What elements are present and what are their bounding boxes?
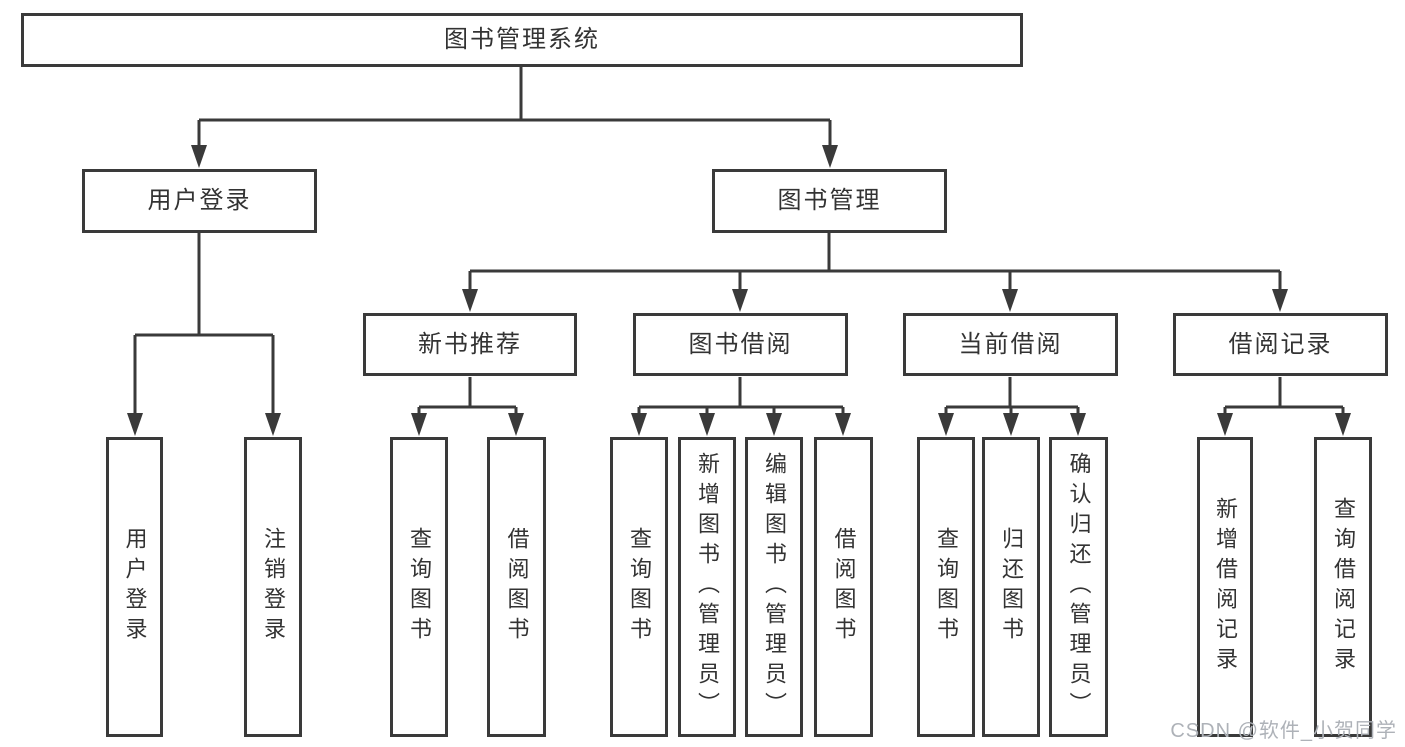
leaf-query-books-current: 查询图书 [917,437,975,737]
leaf-borrow-books-borrow: 借阅图书 [814,437,873,737]
node-label: 查询图书 [407,527,432,647]
node-book-management: 图书管理 [712,169,947,233]
node-label: 图书管理 [777,187,882,214]
node-borrow-records: 借阅记录 [1173,313,1388,376]
node-label: 借阅图书 [504,527,530,647]
node-label: 归还图书 [999,527,1024,647]
leaf-edit-book-admin: 编辑图书（管理员） [745,437,803,737]
leaf-user-login: 用户登录 [106,437,163,737]
node-label: 编辑图书（管理员） [762,452,787,722]
node-label: 查询图书 [934,527,959,647]
node-label: 用户登录 [122,527,148,647]
arrowheads [127,145,1351,436]
leaf-query-borrow-record: 查询借阅记录 [1314,437,1372,737]
node-label: 借阅记录 [1228,330,1333,358]
leaf-logout: 注销登录 [244,437,302,737]
leaf-query-books-borrow: 查询图书 [610,437,668,737]
node-label: 新增图书（管理员） [695,452,720,722]
node-current-borrow: 当前借阅 [903,313,1118,376]
node-label: 查询图书 [627,527,652,647]
node-label: 图书管理系统 [444,26,600,53]
node-label: 新书推荐 [418,330,522,358]
node-label: 借阅图书 [831,527,857,647]
node-label: 确认归还（管理员） [1066,452,1092,722]
leaf-query-books-recommend: 查询图书 [390,437,448,737]
node-label: 查询借阅记录 [1331,497,1356,677]
node-label: 当前借阅 [958,330,1063,358]
leaf-return-book: 归还图书 [982,437,1040,737]
node-label: 图书借阅 [688,330,793,358]
node-book-borrow: 图书借阅 [633,313,848,376]
leaf-borrow-books-recommend: 借阅图书 [487,437,546,737]
node-user-login-group: 用户登录 [82,169,317,233]
node-label: 新增借阅记录 [1213,497,1238,677]
node-label: 注销登录 [261,527,286,647]
node-library-management-system: 图书管理系统 [21,13,1023,67]
leaf-confirm-return-admin: 确认归还（管理员） [1049,437,1108,737]
node-label: 用户登录 [147,187,252,214]
node-new-book-recommend: 新书推荐 [363,313,577,376]
watermark: CSDN @软件_小贺同学 [1170,720,1397,742]
leaf-add-borrow-record: 新增借阅记录 [1197,437,1253,737]
leaf-add-book-admin: 新增图书（管理员） [678,437,736,737]
